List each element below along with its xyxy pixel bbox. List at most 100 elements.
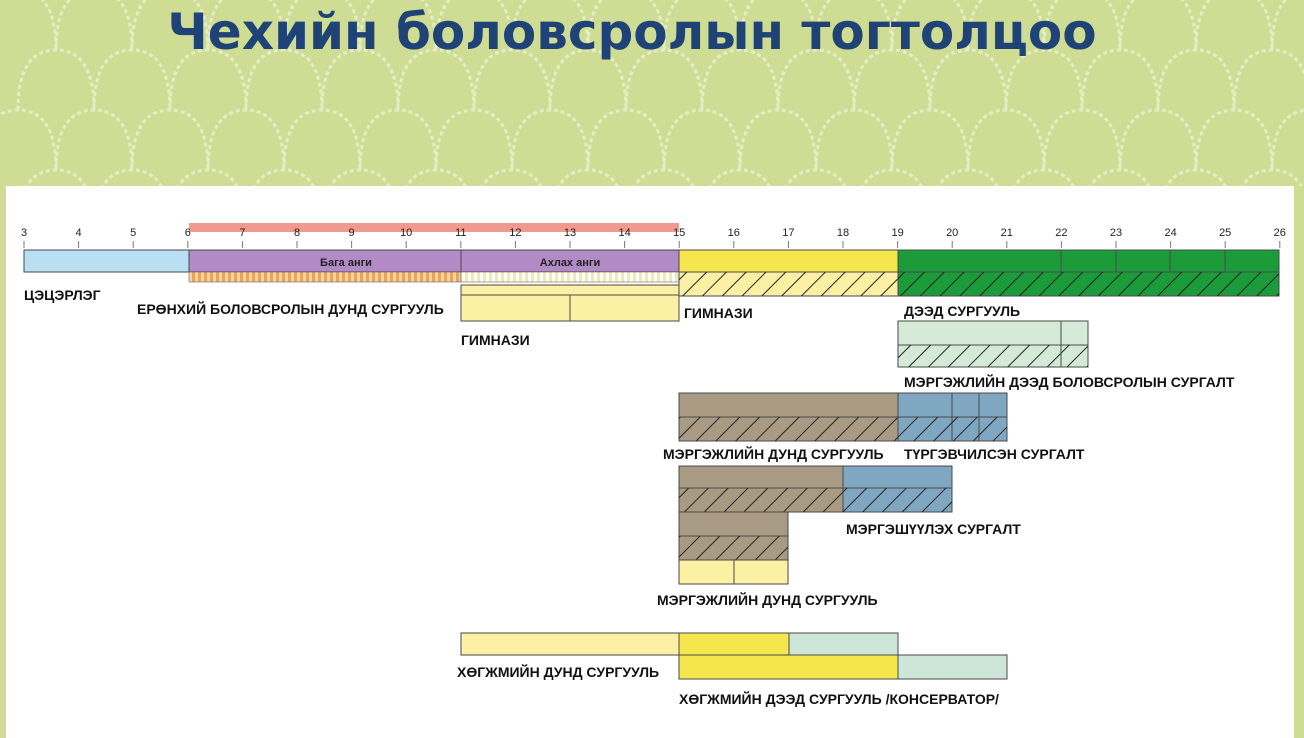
- lattice-arch: [206, 108, 286, 171]
- header-banner: Чехийн боловсролын тогтолцоо: [0, 0, 1304, 186]
- voc-secondary-1-bar: [678, 392, 899, 418]
- lattice-arch: [700, 48, 780, 111]
- lattice-arch: [168, 48, 248, 111]
- lattice-arch: [624, 48, 704, 111]
- lattice-arch: [16, 48, 96, 111]
- lattice-arch: [1118, 108, 1198, 171]
- lattice-arch: [738, 108, 818, 171]
- voc-secondary-2-bar: [678, 465, 844, 489]
- voc-secondary-1-hatch-overlay: [679, 417, 898, 441]
- lattice-arch: [282, 108, 362, 171]
- gymnasium-long-bar-left: [460, 294, 571, 322]
- age-tick-label: 3: [21, 227, 27, 239]
- label-music-secondary: ХӨГЖМИЙН ДУНД СУРГУУЛЬ: [457, 663, 659, 680]
- lattice-arch: [633, 168, 695, 186]
- lattice-arch: [1118, 0, 1198, 51]
- lattice-arch: [814, 108, 894, 171]
- lattice-arch: [0, 108, 58, 171]
- lattice-arch: [890, 108, 970, 171]
- age-tick-label: 16: [728, 227, 740, 239]
- lattice-arch: [320, 48, 400, 111]
- lattice-arch: [206, 0, 286, 51]
- age-tick-label: 13: [564, 227, 576, 239]
- follow-up-hatch-overlay: [843, 488, 952, 512]
- lattice-arch: [814, 0, 894, 51]
- preschool-bar: [23, 249, 190, 273]
- lattice-arch: [405, 168, 467, 186]
- lattice-arch: [1089, 168, 1151, 186]
- age-tick-label: 22: [1055, 227, 1067, 239]
- university-bars: [897, 249, 1280, 297]
- age-tick-label: 6: [185, 227, 191, 239]
- lattice-arch: [177, 168, 239, 186]
- lattice-arch: [1270, 108, 1304, 171]
- age-tick-label: 10: [400, 227, 412, 239]
- lattice-arch: [54, 108, 134, 171]
- voc-secondary-2-hatch-overlay: [679, 488, 843, 512]
- lattice-arch: [396, 48, 476, 111]
- lattice-arch: [92, 48, 172, 111]
- age-tick-label: 9: [349, 227, 355, 239]
- lattice-arch: [1241, 168, 1303, 186]
- lattice-arch: [1042, 0, 1122, 51]
- lattice-arch: [852, 48, 932, 111]
- label-conservatory: ХӨГЖМИЙН ДЭЭД СУРГУУЛЬ /КОНСЕРВАТОР/: [679, 690, 999, 707]
- follow-up-bar: [842, 465, 953, 489]
- music-upper-green: [788, 632, 899, 656]
- lattice-arch: [928, 48, 1008, 111]
- lattice-arch: [586, 0, 666, 51]
- age-tick-label: 18: [837, 227, 849, 239]
- arch-lattice-pattern-icon: [0, 0, 1304, 186]
- lattice-arch: [510, 108, 590, 171]
- age-tick-label: 7: [239, 227, 245, 239]
- lattice-arch: [253, 168, 315, 186]
- lattice-arch: [1194, 108, 1274, 171]
- lattice-arch: [1004, 48, 1084, 111]
- age-tick-label: 19: [891, 227, 903, 239]
- gymnasium-upper-hatch-overlay: [679, 272, 898, 296]
- lattice-arch: [738, 0, 818, 51]
- lattice-arch: [861, 168, 923, 186]
- lattice-arch: [101, 168, 163, 186]
- lattice-arch: [1232, 48, 1304, 111]
- lattice-arch: [937, 168, 999, 186]
- voc-secondary-3-light-b: [733, 559, 789, 585]
- lattice-arch: [329, 168, 391, 186]
- lattice-arch: [282, 0, 362, 51]
- lattice-arch: [130, 108, 210, 171]
- age-tick-label: 12: [509, 227, 521, 239]
- age-tick-label: 24: [1164, 227, 1176, 239]
- voc-secondary-3-light-a: [678, 559, 735, 585]
- age-tick-label: 14: [618, 227, 630, 239]
- lattice-arch: [557, 168, 619, 186]
- lattice-arch: [966, 108, 1046, 171]
- conservatory-yellow: [678, 654, 899, 680]
- label-preschool: ЦЭЦЭРЛЭГ: [24, 287, 101, 303]
- lattice-arch: [434, 108, 514, 171]
- label-gymnasium-upper: ГИМНАЗИ: [684, 305, 753, 321]
- lattice-arch: [472, 48, 552, 111]
- lattice-arch: [1194, 0, 1274, 51]
- label-shortened: ТҮРГЭВЧИЛСЭН СУРГАЛТ: [904, 446, 1085, 462]
- age-tick-label: 20: [946, 227, 958, 239]
- page-title: Чехийн боловсролын тогтолцоо: [167, 3, 1097, 61]
- label-voc-secondary-2: МЭРГЭЖЛИЙН ДУНД СУРГУУЛЬ: [657, 591, 878, 608]
- age-tick-label: 5: [130, 227, 136, 239]
- lattice-arch: [776, 48, 856, 111]
- lattice-arch: [1165, 168, 1227, 186]
- lattice-arch: [1270, 0, 1288, 51]
- lattice-arch: [1156, 48, 1236, 111]
- lattice-arch: [1013, 168, 1075, 186]
- shortened-study-bars: [897, 392, 1008, 442]
- lattice-arch: [130, 0, 210, 51]
- age-tick-label: 15: [673, 227, 685, 239]
- lattice-arch: [434, 0, 514, 51]
- age-tick-label: 21: [1001, 227, 1013, 239]
- age-tick-label: 11: [455, 227, 466, 239]
- lattice-arch: [662, 108, 742, 171]
- age-tick-label: 4: [76, 227, 82, 239]
- voc-secondary-3-bar: [678, 511, 789, 537]
- gymnasium-long-bar-right: [569, 294, 680, 322]
